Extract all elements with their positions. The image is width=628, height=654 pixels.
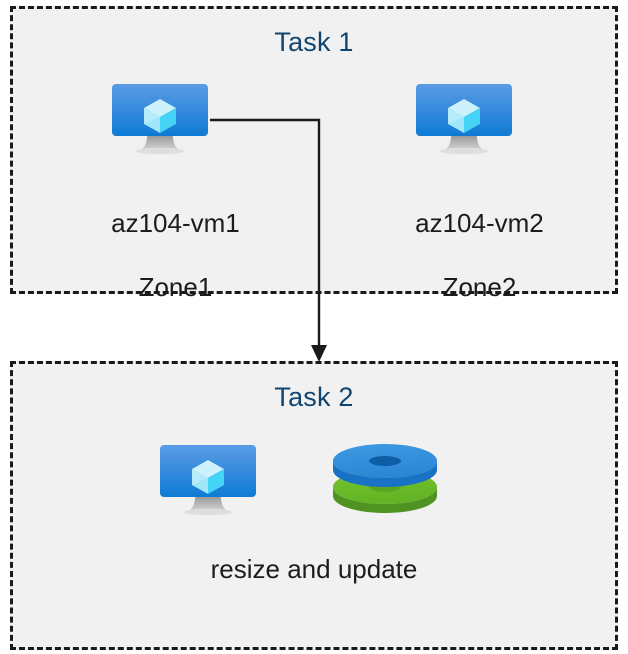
vm2-caption: az104-vm2 Zone2 (349, 175, 581, 335)
task-2-title: Task 2 (274, 382, 354, 412)
vm2-zone: Zone2 (442, 272, 517, 302)
vm1-zone: Zone1 (138, 272, 213, 302)
vm2-name: az104-vm2 (415, 208, 544, 238)
task-1-title: Task 1 (274, 27, 354, 57)
vm1-caption: az104-vm1 Zone1 (45, 175, 277, 335)
virtual-machine-icon-vm1 (110, 83, 210, 155)
managed-disks-icon (331, 444, 439, 522)
virtual-machine-icon-vm3 (158, 444, 258, 516)
task-2-container (10, 361, 618, 650)
task-2-caption: resize and update (210, 554, 418, 584)
vm1-name: az104-vm1 (111, 208, 240, 238)
virtual-machine-icon-vm2 (414, 83, 514, 155)
